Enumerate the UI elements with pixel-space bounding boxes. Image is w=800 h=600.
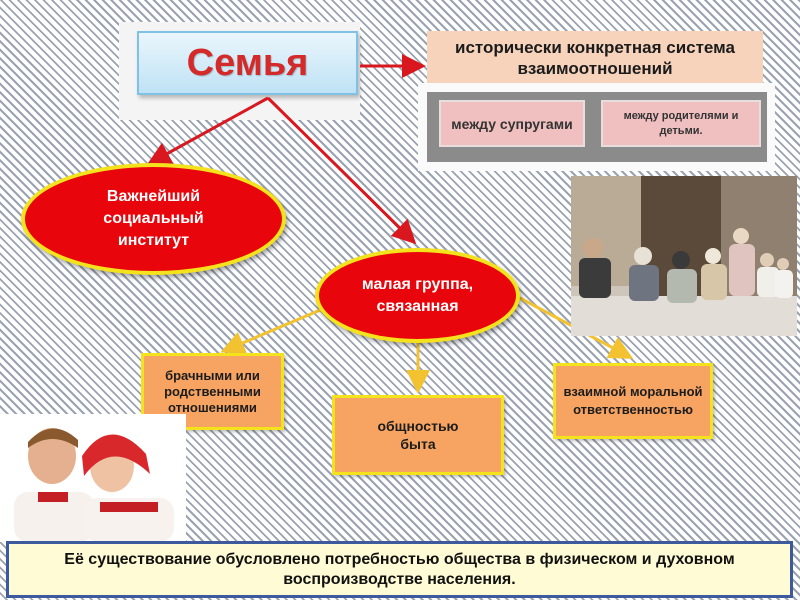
moral-responsibility-text: взаимной моральной ответственностью <box>563 383 703 419</box>
footer-text: Её существование обусловлено потребность… <box>9 550 790 590</box>
couple-illustration <box>0 414 186 542</box>
arrow-group-to-marriage <box>226 308 325 350</box>
moral-responsibility-box: взаимной моральной ответственностью <box>553 363 713 439</box>
common-life-text: общностью быта <box>363 417 473 453</box>
arrow-title-to-institution <box>152 98 268 162</box>
small-group-text: малая группа, связанная <box>353 274 483 318</box>
peasant-family-photo <box>571 176 797 336</box>
arrow-title-to-group <box>268 98 412 240</box>
footer-banner: Её существование обусловлено потребность… <box>6 541 793 598</box>
couple-folk-costume-photo <box>0 414 186 542</box>
common-life-box: общностью быта <box>332 395 504 475</box>
peasant-family-illustration <box>571 176 797 336</box>
marriage-relations-text: брачными или родственными отношениями <box>153 368 273 416</box>
social-institution-text: Важнейший социальный институт <box>79 186 229 252</box>
small-group-ellipse: малая группа, связанная <box>315 248 520 343</box>
social-institution-ellipse: Важнейший социальный институт <box>21 163 286 275</box>
